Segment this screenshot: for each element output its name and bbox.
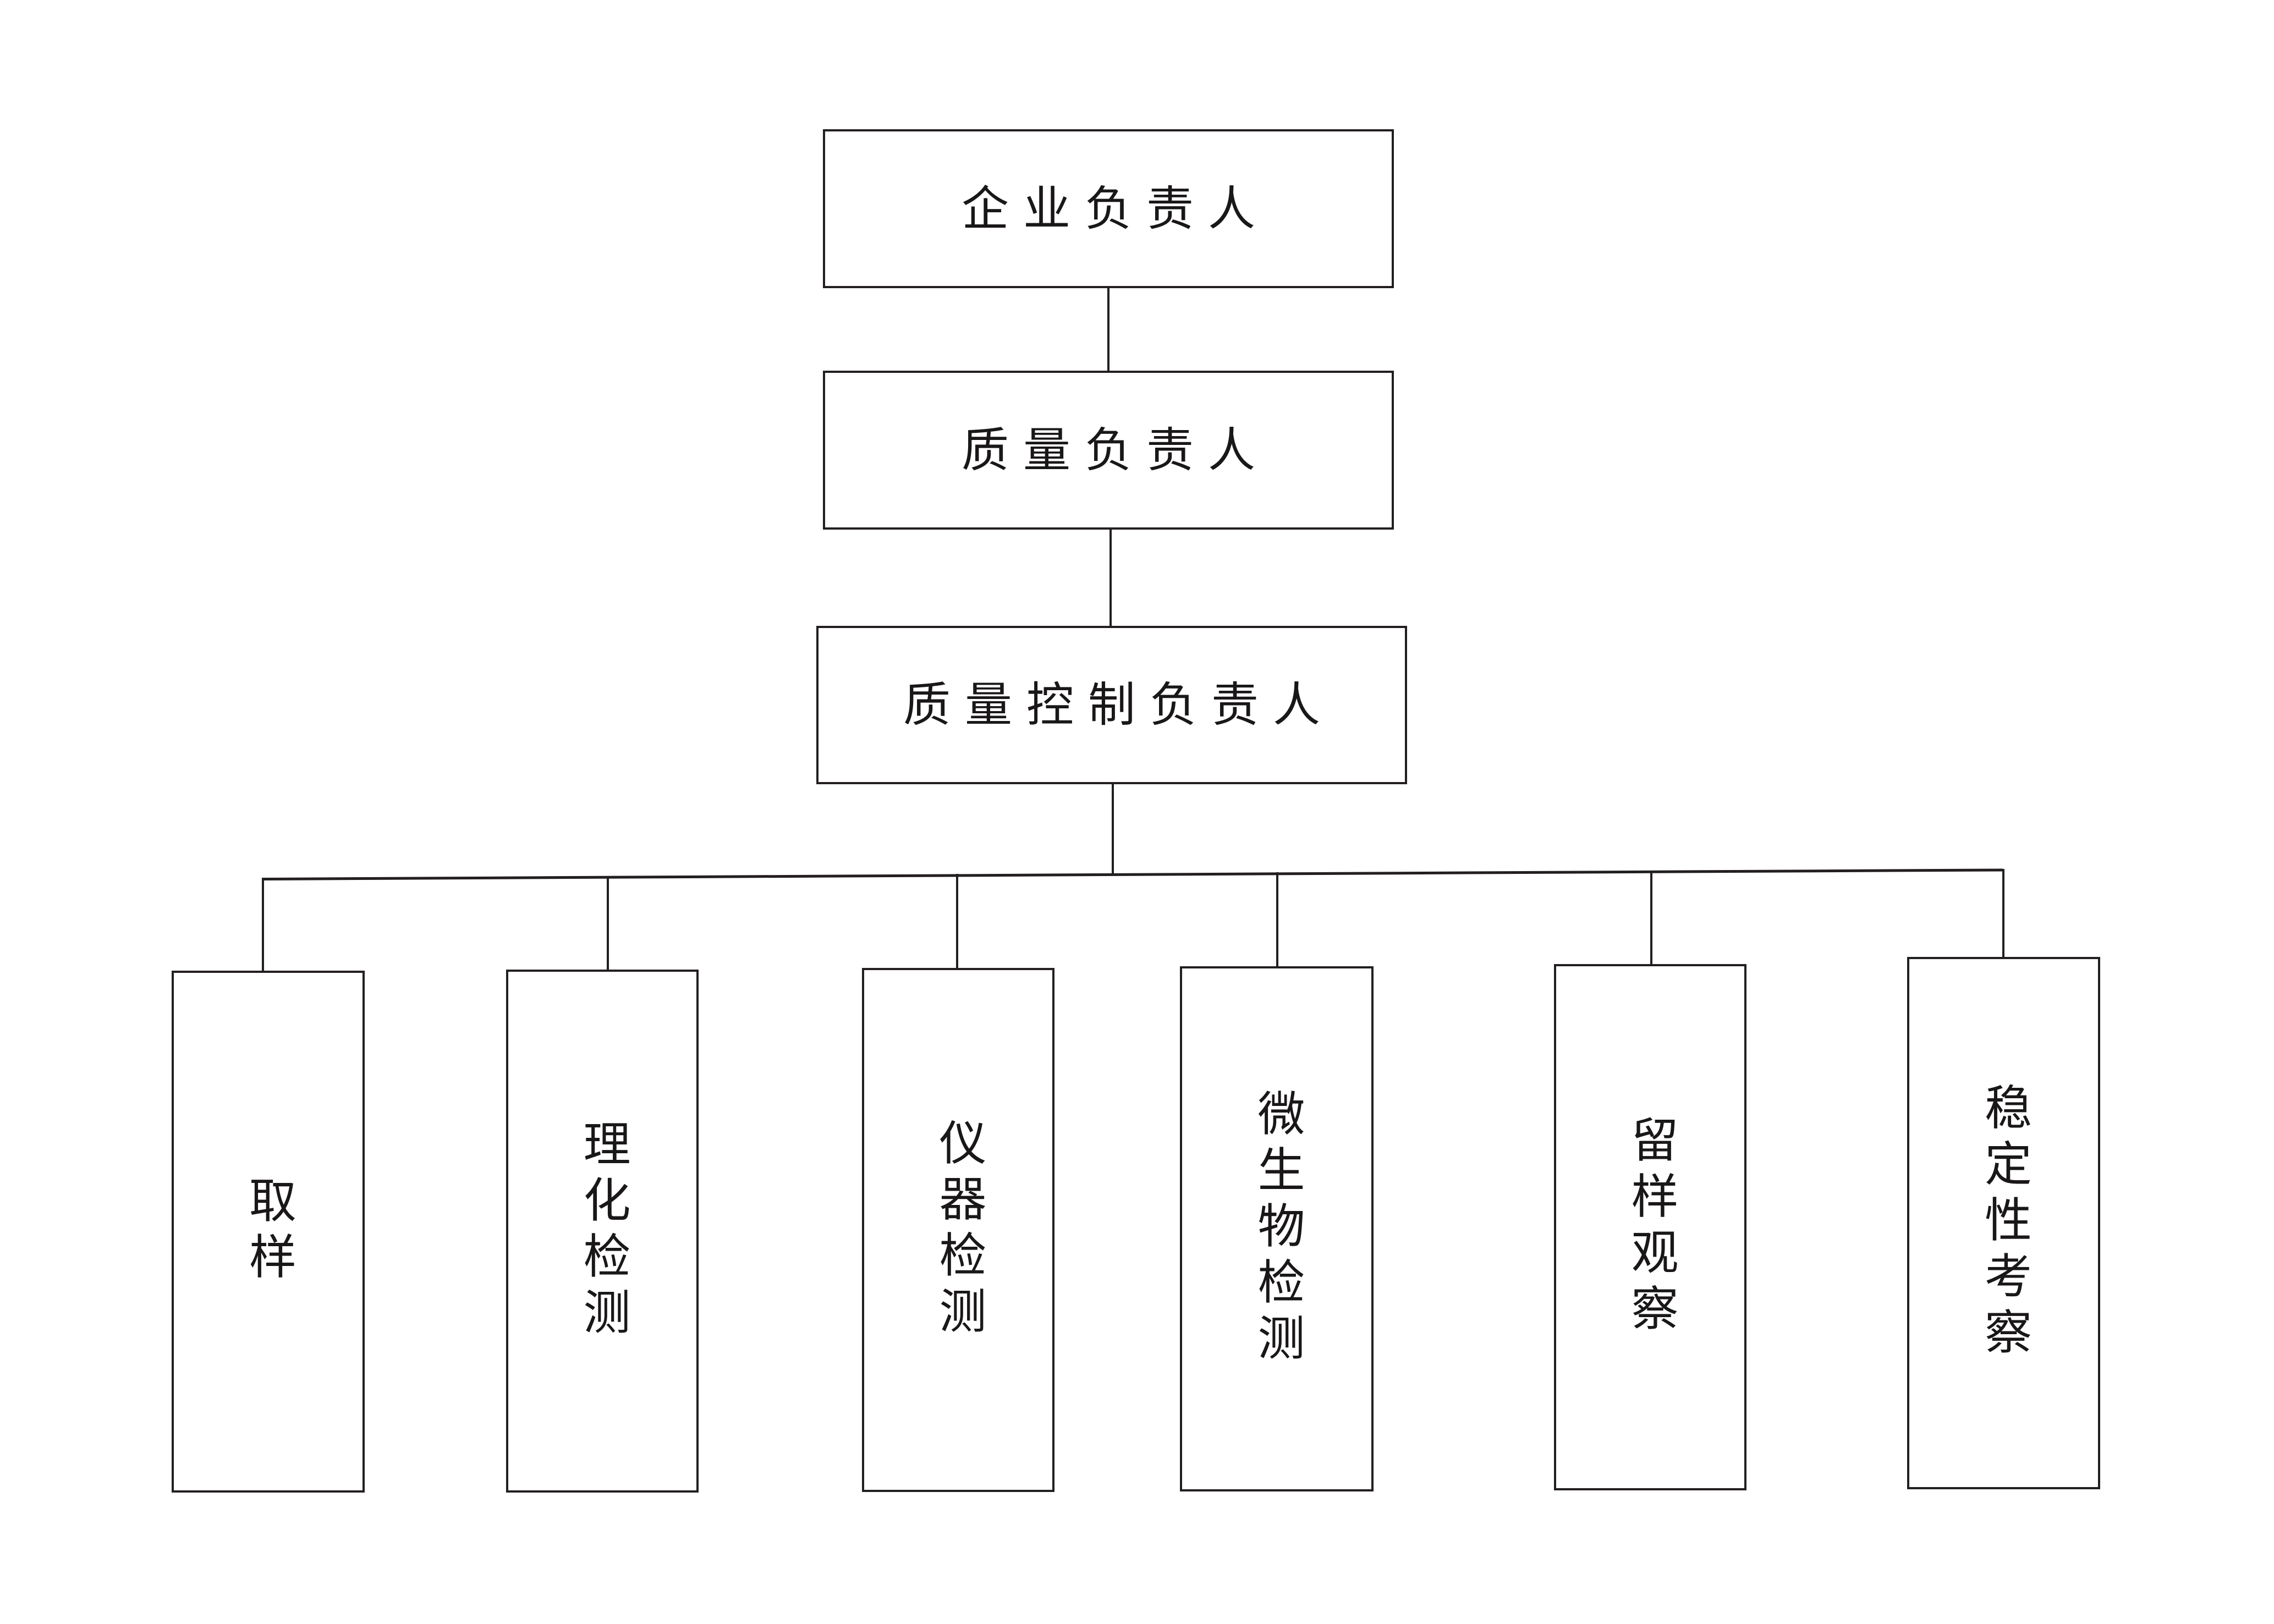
node-microbiological-testing[interactable]: 微生物检测 (1180, 966, 1374, 1491)
node-retained-sample-observation[interactable]: 留样观察 (1554, 964, 1746, 1490)
node-quality-manager[interactable]: 质量负责人 (823, 371, 1394, 530)
node-quality-control-manager[interactable]: 质量控制负责人 (816, 626, 1407, 784)
node-physicochemical-testing-label: 理化检测 (576, 1119, 629, 1344)
connector-bus-to-retained-sample-observation (1650, 871, 1652, 968)
connector-enterprise-to-quality (1107, 288, 1109, 371)
connector-bus-to-microbiological-testing (1276, 872, 1278, 969)
node-quality-control-manager-label: 质量控制负责人 (903, 679, 1334, 731)
connector-quality-control-to-bus (1112, 784, 1114, 876)
node-sampling-label: 取样 (241, 1175, 295, 1288)
node-retained-sample-observation-label: 留样观察 (1624, 1115, 1677, 1340)
connector-horizontal-bus (262, 868, 2003, 880)
node-enterprise-manager[interactable]: 企业负责人 (823, 129, 1394, 288)
node-stability-study[interactable]: 稳定性考察 (1907, 957, 2100, 1489)
node-sampling[interactable]: 取样 (172, 971, 365, 1493)
connector-bus-to-instrument-testing (956, 874, 958, 971)
node-microbiological-testing-label: 微生物检测 (1250, 1088, 1303, 1369)
node-stability-study-label: 稳定性考察 (1977, 1083, 2030, 1363)
connector-quality-to-quality-control (1109, 530, 1112, 626)
node-enterprise-manager-label: 企业负责人 (962, 182, 1270, 235)
node-physicochemical-testing[interactable]: 理化检测 (506, 970, 699, 1493)
connector-bus-to-physicochemical-testing (607, 876, 609, 972)
node-instrument-testing[interactable]: 仪器检测 (862, 968, 1054, 1492)
connector-bus-to-stability-study (2002, 869, 2004, 958)
node-instrument-testing-label: 仪器检测 (932, 1117, 985, 1342)
node-quality-manager-label: 质量负责人 (962, 423, 1270, 477)
connector-bus-to-sampling (262, 878, 264, 972)
